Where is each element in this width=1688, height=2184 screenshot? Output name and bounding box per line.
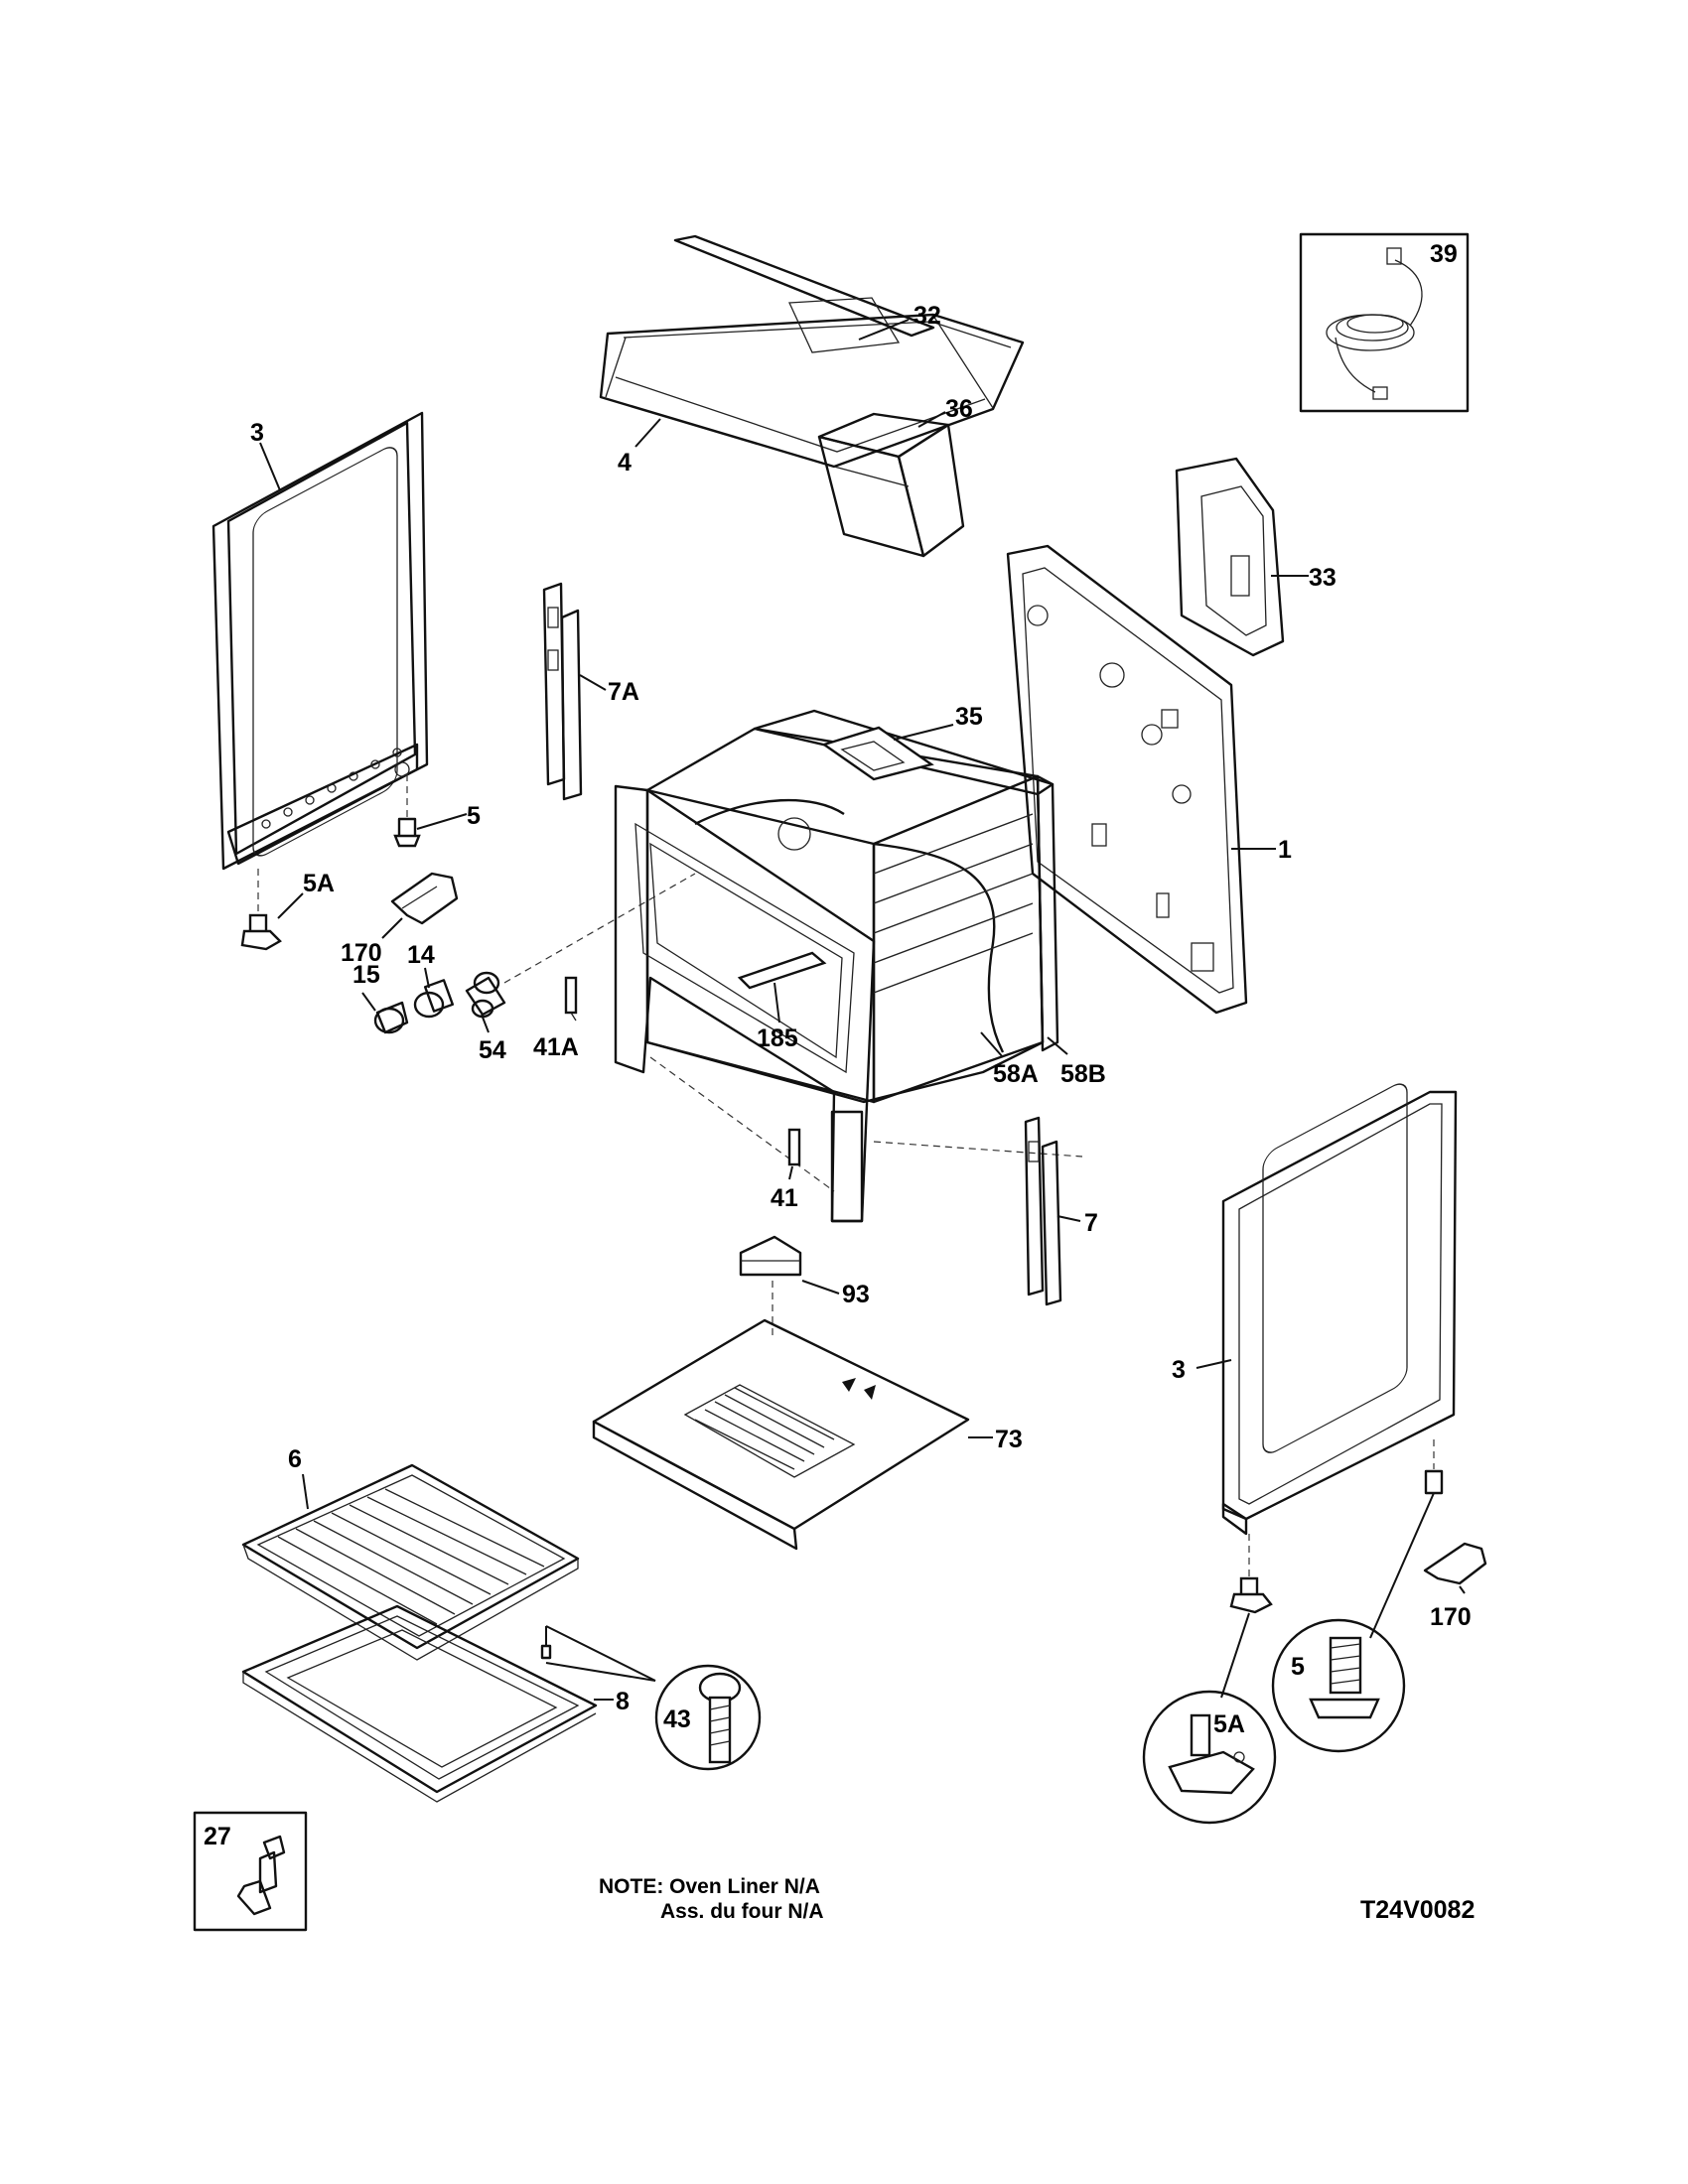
part-15-callout: 15 — [352, 961, 380, 1012]
part-label-170-top: 170 — [341, 939, 382, 967]
part-label-32: 32 — [914, 302, 941, 330]
part-label-73: 73 — [995, 1426, 1023, 1453]
part-label-5a-top: 5A — [303, 870, 335, 897]
detail-circle-43 — [654, 1664, 762, 1771]
part-label-15: 15 — [352, 961, 380, 989]
detail-circle-5a — [1142, 1690, 1277, 1825]
part-label-58a: 58A — [993, 1060, 1039, 1088]
part-3-left-callout: 3 — [250, 419, 281, 491]
part-label-3-left: 3 — [250, 419, 264, 447]
part-label-93: 93 — [842, 1281, 870, 1308]
part-14-callout: 14 — [407, 941, 435, 989]
part-label-58b: 58B — [1060, 1060, 1106, 1088]
part-39-inset: 39 — [1299, 232, 1470, 413]
part-41-bracket: 41 — [771, 1128, 801, 1212]
part-36-duct: 36 — [817, 395, 973, 558]
part-label-5a-circle: 5A — [1213, 1710, 1245, 1738]
part-5a-detail: 5A — [1142, 1690, 1277, 1825]
part-35-callout: 35 — [893, 703, 983, 741]
part-label-170-bottom: 170 — [1430, 1603, 1472, 1631]
part-top-frame — [599, 234, 1025, 469]
inset-box-27 — [193, 1811, 308, 1932]
part-oven-body — [645, 709, 1059, 1104]
part-58b-callout: 58B — [1047, 1036, 1106, 1088]
drawing-code: T24V0082 — [1360, 1896, 1475, 1924]
part-8-pan: 8 — [241, 1604, 630, 1803]
part-label-5-top: 5 — [467, 802, 481, 830]
part-label-6: 6 — [288, 1445, 302, 1473]
part-label-27: 27 — [204, 1823, 231, 1850]
part-label-36: 36 — [945, 395, 973, 423]
part-27-inset: 27 — [193, 1811, 308, 1932]
inset-box-39 — [1299, 232, 1470, 413]
part-7-hinge: 7 — [873, 1116, 1098, 1306]
part-label-41a: 41A — [533, 1033, 579, 1061]
part-170-top: 170 — [341, 872, 459, 967]
part-label-14: 14 — [407, 941, 435, 969]
part-front-frame: 185 — [614, 784, 876, 1223]
part-7a-hinge: 7A — [542, 582, 639, 801]
part-label-1: 1 — [1278, 836, 1292, 864]
part-32-callout: 32 — [858, 302, 941, 341]
part-58a-callout: 58A — [980, 1031, 1039, 1088]
part-label-8: 8 — [616, 1688, 630, 1715]
part-33-cover: 33 — [1175, 457, 1336, 657]
part-right-legs: 170 — [1220, 1439, 1487, 1699]
part-1-back-panel: 1 — [1006, 544, 1292, 1015]
part-label-3-right: 3 — [1172, 1356, 1186, 1384]
note-line-2: Ass. du four N/A — [660, 1900, 824, 1923]
part-label-33: 33 — [1309, 564, 1336, 592]
part-label-4: 4 — [618, 449, 632, 477]
part-label-54: 54 — [479, 1036, 506, 1064]
part-label-41: 41 — [771, 1184, 798, 1212]
part-label-43: 43 — [663, 1706, 691, 1733]
part-label-39: 39 — [1430, 240, 1458, 268]
part-41a-bracket: 41A — [533, 976, 579, 1061]
part-43-screw: 43 — [540, 1625, 762, 1771]
part-73-bottom-panel: 73 — [592, 1318, 1023, 1551]
part-54-callout: 54 — [479, 1014, 506, 1064]
part-label-185: 185 — [757, 1024, 798, 1052]
part-label-5-circle: 5 — [1291, 1653, 1305, 1681]
part-label-35: 35 — [955, 703, 983, 731]
part-5-detail: 5 — [1271, 1618, 1406, 1753]
part-6-rack: 6 — [241, 1445, 580, 1661]
part-label-7: 7 — [1084, 1209, 1098, 1237]
part-5-top: 5 — [393, 774, 481, 848]
part-5a-top: 5A — [240, 869, 335, 951]
part-4-callout: 4 — [618, 418, 661, 477]
part-label-7a: 7A — [608, 678, 639, 706]
part-right-side-panel — [1221, 1083, 1458, 1536]
part-3-right-callout: 3 — [1172, 1356, 1232, 1384]
note-line-1: NOTE: Oven Liner N/A — [599, 1875, 820, 1898]
detail-circle-5 — [1271, 1618, 1406, 1753]
part-93-vent: 93 — [739, 1235, 870, 1340]
part-left-side-panel — [211, 411, 429, 871]
